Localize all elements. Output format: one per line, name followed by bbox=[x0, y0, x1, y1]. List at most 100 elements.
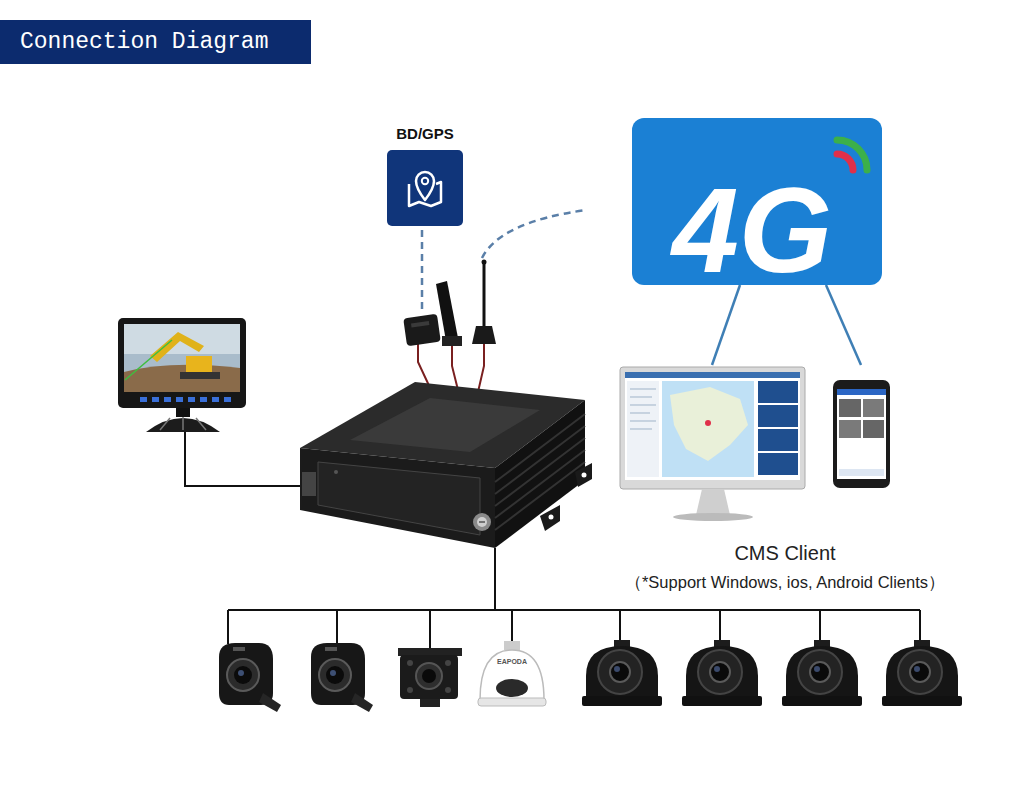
camera-bus-wire bbox=[719, 610, 721, 641]
client-devices bbox=[630, 429, 652, 430]
monitor-illustration bbox=[140, 397, 231, 402]
camera-bus-wire bbox=[336, 610, 338, 644]
box-camera bbox=[445, 687, 451, 693]
monitor-illustration bbox=[118, 318, 246, 408]
monitor-illustration bbox=[125, 340, 172, 380]
client-devices bbox=[625, 372, 800, 480]
client-devices bbox=[630, 389, 656, 429]
box-camera bbox=[407, 687, 413, 693]
client-devices bbox=[758, 429, 798, 451]
client-devices bbox=[630, 421, 656, 422]
client-devices bbox=[696, 489, 730, 515]
white-dome-camera bbox=[478, 641, 546, 706]
monitor-illustration bbox=[140, 397, 147, 402]
map-pin-icon bbox=[387, 150, 463, 226]
map-pin-icon bbox=[416, 172, 434, 200]
client-devices bbox=[590, 365, 980, 525]
box-camera bbox=[445, 660, 451, 666]
dvr-illustration bbox=[582, 473, 587, 478]
monitor-illustration bbox=[212, 397, 219, 402]
monitor-illustration bbox=[186, 356, 212, 372]
camera-bus-wire bbox=[819, 610, 821, 641]
network-4g-box: 4G bbox=[632, 118, 882, 285]
client-devices bbox=[630, 405, 656, 406]
network-link bbox=[826, 285, 861, 365]
monitor-illustration bbox=[152, 397, 159, 402]
dvr-illustration bbox=[549, 515, 554, 520]
monitor-illustration bbox=[176, 397, 183, 402]
camera-bus-wire bbox=[919, 610, 921, 641]
client-devices bbox=[837, 389, 886, 479]
box-camera bbox=[416, 663, 442, 689]
map-pin-icon bbox=[409, 182, 441, 206]
map-pin-icon bbox=[422, 178, 428, 184]
client-devices bbox=[673, 513, 753, 521]
client-devices bbox=[758, 405, 798, 427]
client-note: （*Support Windows, ios, Android Clients） bbox=[625, 572, 945, 592]
dvr-illustration bbox=[575, 463, 592, 487]
client-devices bbox=[839, 399, 861, 417]
title-banner: Connection Diagram bbox=[0, 20, 311, 64]
box-camera bbox=[398, 648, 462, 707]
dvr-illustration bbox=[300, 448, 495, 548]
white-dome-camera bbox=[478, 698, 546, 706]
signal-arcs bbox=[837, 140, 867, 170]
network-link bbox=[712, 285, 740, 365]
cms-client-group: CMS Client （*Support Windows, ios, Androi… bbox=[590, 365, 980, 595]
camera-row bbox=[782, 640, 862, 706]
dvr-illustration bbox=[334, 470, 338, 474]
gps-heading: BD/GPS bbox=[396, 125, 454, 143]
antenna-illustration bbox=[472, 326, 496, 344]
monitor-illustration bbox=[180, 372, 220, 379]
antenna-illustration bbox=[411, 321, 429, 327]
antenna-illustration bbox=[436, 281, 458, 341]
monitor-illustration bbox=[118, 318, 306, 486]
client-devices bbox=[705, 420, 711, 426]
gps-icon-box: BD/GPS bbox=[387, 150, 463, 226]
dvr-illustration bbox=[350, 398, 540, 452]
box-camera bbox=[398, 648, 462, 656]
client-devices bbox=[627, 381, 659, 477]
client-devices bbox=[758, 453, 798, 475]
dvr-illustration bbox=[495, 414, 585, 530]
camera-bus-wire bbox=[228, 609, 920, 611]
brand-logo: EAPODA bbox=[497, 658, 527, 666]
white-dome-camera bbox=[504, 641, 520, 650]
monitor-illustration bbox=[188, 397, 195, 402]
antenna-illustration bbox=[452, 344, 458, 390]
dvr-illustration bbox=[540, 505, 560, 531]
network-label: 4G bbox=[672, 170, 832, 290]
box-camera bbox=[420, 699, 440, 707]
client-devices bbox=[670, 387, 748, 461]
camera-row bbox=[219, 640, 962, 712]
client-devices bbox=[630, 397, 652, 398]
client-title: CMS Client bbox=[734, 541, 835, 565]
antenna-illustration bbox=[442, 336, 462, 346]
client-devices bbox=[630, 413, 650, 414]
client-devices bbox=[863, 399, 884, 417]
monitor-illustration bbox=[124, 365, 240, 392]
camera-row bbox=[582, 640, 662, 706]
client-devices bbox=[839, 420, 861, 438]
client-devices bbox=[625, 372, 800, 378]
box-camera bbox=[400, 655, 458, 699]
monitor-illustration bbox=[185, 432, 306, 486]
camera-bus-wire bbox=[619, 610, 621, 641]
dvr-illustration bbox=[477, 517, 487, 527]
antenna-illustration bbox=[482, 210, 586, 258]
dvr-illustration bbox=[495, 400, 585, 548]
diagram-title: Connection Diagram bbox=[0, 20, 268, 64]
dvr-illustration bbox=[300, 382, 592, 548]
antenna-illustration bbox=[478, 344, 484, 392]
camera-bus-wire bbox=[429, 610, 431, 648]
client-devices bbox=[863, 420, 884, 438]
camera-bus-wire bbox=[494, 548, 496, 610]
white-dome-camera bbox=[496, 679, 528, 697]
camera-bus-wire bbox=[227, 610, 229, 644]
client-devices bbox=[839, 469, 884, 476]
client-devices bbox=[662, 381, 754, 477]
monitor-illustration bbox=[164, 397, 171, 402]
camera-row bbox=[882, 640, 962, 706]
